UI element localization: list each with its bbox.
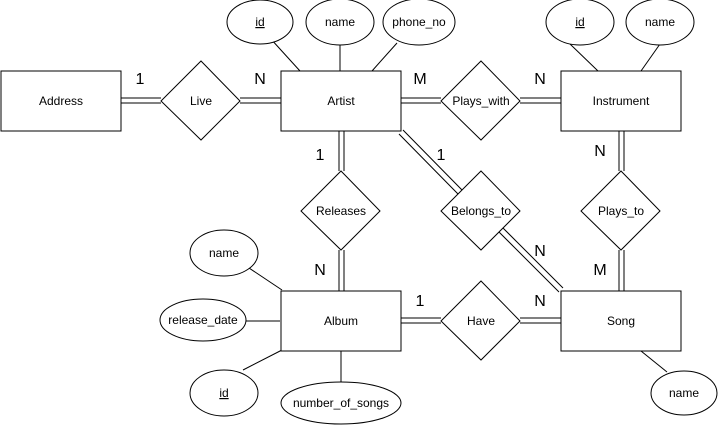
entity-instrument-label: Instrument bbox=[593, 94, 650, 108]
entity-song-label: Song bbox=[607, 314, 635, 328]
attribute-instrument-id-label: id bbox=[575, 15, 584, 29]
attribute-album-number-of-songs-label: number_of_songs bbox=[293, 396, 389, 410]
relationship-have-label: Have bbox=[467, 314, 495, 328]
attribute-artist-id-label: id bbox=[255, 15, 264, 29]
relationship-plays-to-label: Plays_to bbox=[598, 204, 644, 218]
attribute-artist-phone[interactable]: phone_no bbox=[382, 0, 456, 46]
cardinality-releases-artist: 1 bbox=[316, 147, 325, 164]
cardinality-plays-with-artist: M bbox=[413, 71, 426, 88]
attribute-artist-phone-label: phone_no bbox=[392, 15, 446, 29]
cardinality-plays-to-song: M bbox=[593, 262, 606, 279]
cardinality-labels: 1 N M N 1 N 1 N N M 1 N bbox=[136, 71, 607, 310]
attribute-connectors bbox=[242, 37, 668, 382]
attribute-album-release-date-label: release_date bbox=[168, 313, 238, 327]
cardinality-have-song: N bbox=[534, 293, 546, 310]
attribute-artist-id[interactable]: id bbox=[226, 0, 294, 45]
cardinality-live-artist: N bbox=[254, 71, 266, 88]
relationship-releases[interactable]: Releases bbox=[300, 170, 381, 251]
cardinality-belongs-to-song: N bbox=[534, 243, 546, 260]
attribute-instrument-name[interactable]: name bbox=[625, 0, 695, 46]
entity-artist-label: Artist bbox=[327, 94, 355, 108]
entity-instrument[interactable]: Instrument bbox=[560, 70, 682, 132]
cardinality-have-album: 1 bbox=[416, 293, 425, 310]
attribute-album-name[interactable]: name bbox=[189, 229, 259, 277]
attribute-song-name[interactable]: name bbox=[650, 370, 718, 416]
entity-address[interactable]: Address bbox=[0, 70, 122, 132]
attribute-album-release-date[interactable]: release_date bbox=[159, 298, 247, 342]
cardinality-plays-to-instrument: N bbox=[594, 143, 606, 160]
entity-artist[interactable]: Artist bbox=[280, 70, 402, 132]
relationship-live-label: Live bbox=[190, 94, 212, 108]
relationship-plays-with-label: Plays_with bbox=[452, 94, 509, 108]
entity-song[interactable]: Song bbox=[560, 290, 682, 352]
attribute-album-name-label: name bbox=[209, 246, 239, 260]
cardinality-plays-with-instrument: N bbox=[534, 71, 546, 88]
entity-address-label: Address bbox=[39, 94, 83, 108]
attribute-album-id[interactable]: id bbox=[189, 369, 259, 417]
attribute-artist-name[interactable]: name bbox=[305, 0, 375, 46]
entity-album[interactable]: Album bbox=[280, 290, 402, 352]
relationship-belongs-to[interactable]: Belongs_to bbox=[440, 170, 521, 251]
cardinality-belongs-to-artist: 1 bbox=[437, 147, 446, 164]
attribute-instrument-name-label: name bbox=[645, 15, 675, 29]
attribute-artist-name-label: name bbox=[325, 15, 355, 29]
relationship-plays-to[interactable]: Plays_to bbox=[580, 170, 661, 251]
relationship-live[interactable]: Live bbox=[160, 60, 241, 141]
relationship-connectors bbox=[121, 97, 625, 324]
relationship-belongs-to-label: Belongs_to bbox=[451, 204, 511, 218]
attribute-album-id-label: id bbox=[219, 386, 228, 400]
cardinality-live-address: 1 bbox=[136, 71, 145, 88]
attribute-song-name-label: name bbox=[669, 386, 699, 400]
attribute-instrument-id[interactable]: id bbox=[545, 0, 615, 46]
entity-album-label: Album bbox=[324, 314, 358, 328]
relationship-releases-label: Releases bbox=[316, 204, 366, 218]
cardinality-releases-album: N bbox=[314, 262, 326, 279]
relationship-plays-with[interactable]: Plays_with bbox=[440, 60, 521, 141]
relationship-have[interactable]: Have bbox=[440, 280, 521, 361]
attribute-album-number-of-songs[interactable]: number_of_songs bbox=[280, 381, 402, 425]
